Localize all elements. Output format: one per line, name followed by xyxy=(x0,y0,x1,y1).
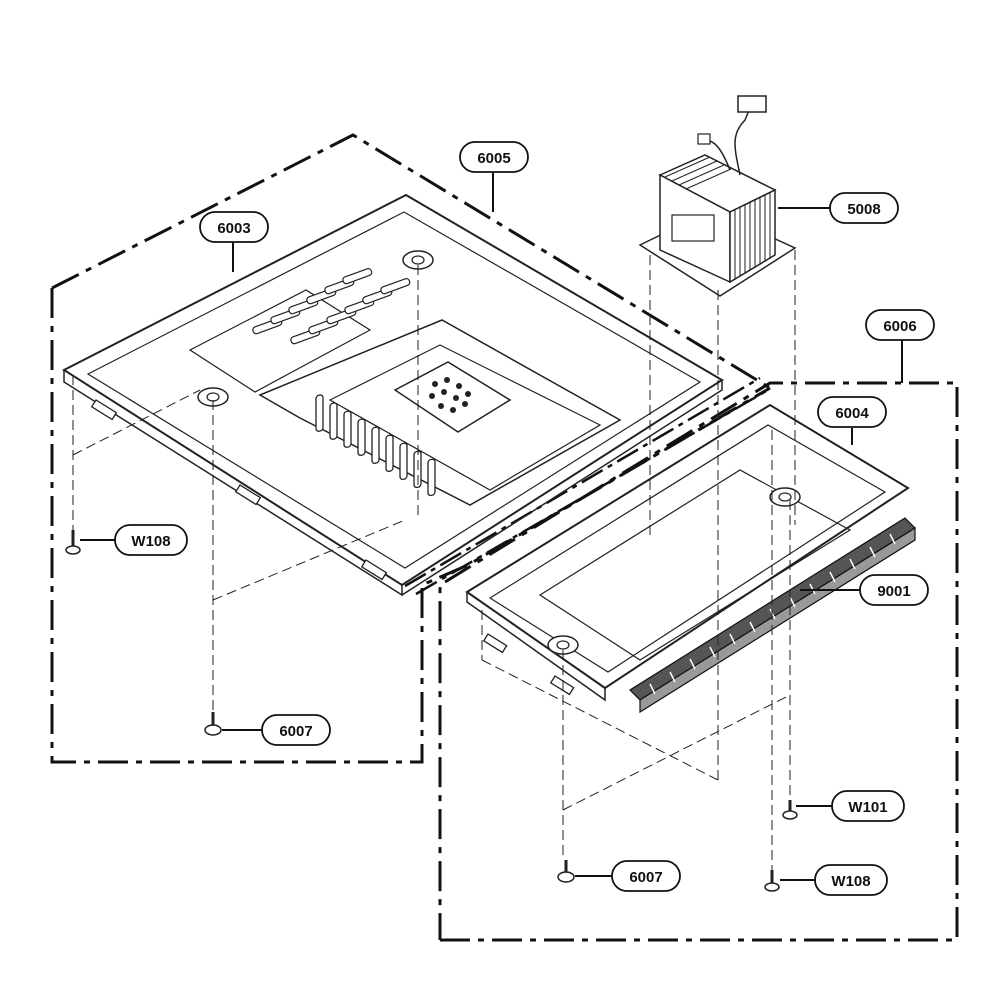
callout-W101-label: W101 xyxy=(848,799,887,816)
screw-W108-right xyxy=(764,870,780,892)
callout-6007-left: 6007 xyxy=(261,714,331,746)
screw-W108-left xyxy=(65,530,81,555)
callout-W108-left-label: W108 xyxy=(131,533,170,550)
callout-5008-label: 5008 xyxy=(847,201,880,218)
callout-6007-right-label: 6007 xyxy=(629,869,662,886)
base-plate-6003 xyxy=(61,193,724,597)
callout-leader-lines xyxy=(80,173,903,881)
screw-6007-left xyxy=(204,712,222,736)
callout-6006-label: 6006 xyxy=(883,318,916,335)
callout-6005: 6005 xyxy=(459,141,529,173)
gasket-strip-9001 xyxy=(629,517,916,714)
callout-6003-label: 6003 xyxy=(217,220,250,237)
tray-6004 xyxy=(465,403,910,702)
callout-W108-right-label: W108 xyxy=(831,873,870,890)
group-boundary-6006 xyxy=(438,381,959,942)
callout-6004: 6004 xyxy=(817,396,887,428)
group-boundary-6005 xyxy=(50,133,771,764)
callout-6003: 6003 xyxy=(199,211,269,243)
callout-W101: W101 xyxy=(831,790,905,822)
screw-6007-right xyxy=(557,860,575,883)
callout-5008: 5008 xyxy=(829,192,899,224)
screw-W101 xyxy=(782,800,798,820)
callout-6007-left-label: 6007 xyxy=(279,723,312,740)
callout-W108-right: W108 xyxy=(814,864,888,896)
callout-6006: 6006 xyxy=(865,309,935,341)
callout-6004-label: 6004 xyxy=(835,405,869,422)
assembly-guide-lines xyxy=(72,250,796,870)
callout-6005-label: 6005 xyxy=(477,150,510,167)
transformer-5008 xyxy=(638,95,797,297)
callout-9001: 9001 xyxy=(859,574,929,606)
group-separator-lines xyxy=(404,376,769,596)
callout-9001-label: 9001 xyxy=(877,583,910,600)
callout-6007-right: 6007 xyxy=(611,860,681,892)
callout-W108-left: W108 xyxy=(114,524,188,556)
